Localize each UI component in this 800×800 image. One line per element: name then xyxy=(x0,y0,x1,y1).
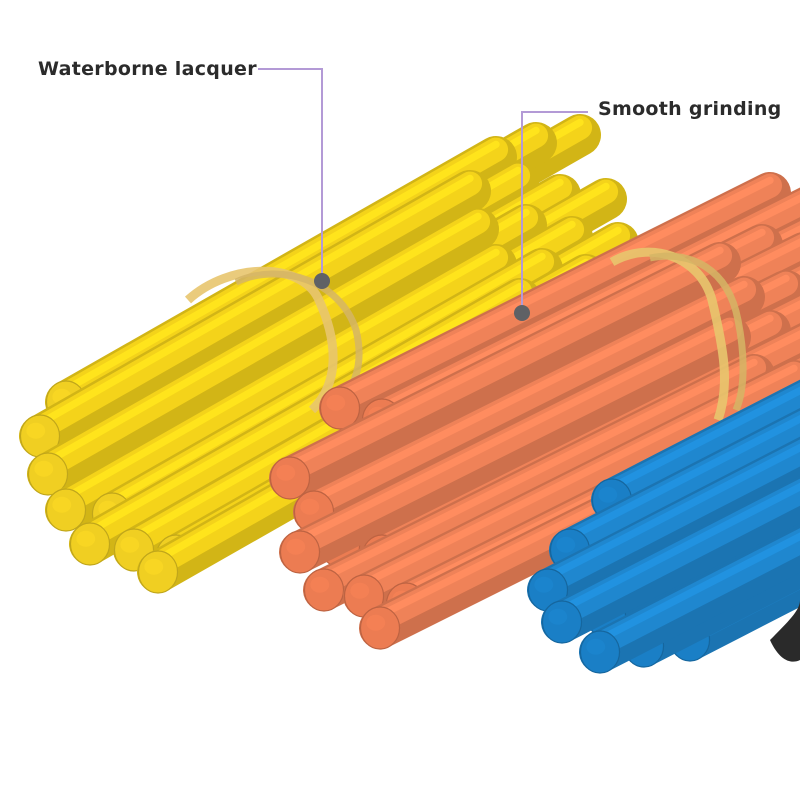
grinding-marker-dot xyxy=(514,305,530,321)
callout-leader-lines xyxy=(258,68,588,321)
orange-sticks-group xyxy=(269,172,800,650)
smooth-grinding-label: Smooth grinding xyxy=(598,98,782,120)
lacquer-marker-dot xyxy=(314,273,330,289)
waterborne-lacquer-label: Waterborne lacquer xyxy=(38,58,257,80)
dark-base-shadow xyxy=(770,600,800,662)
blue-sticks-group xyxy=(527,379,800,674)
orange-rubber-band xyxy=(609,247,747,422)
